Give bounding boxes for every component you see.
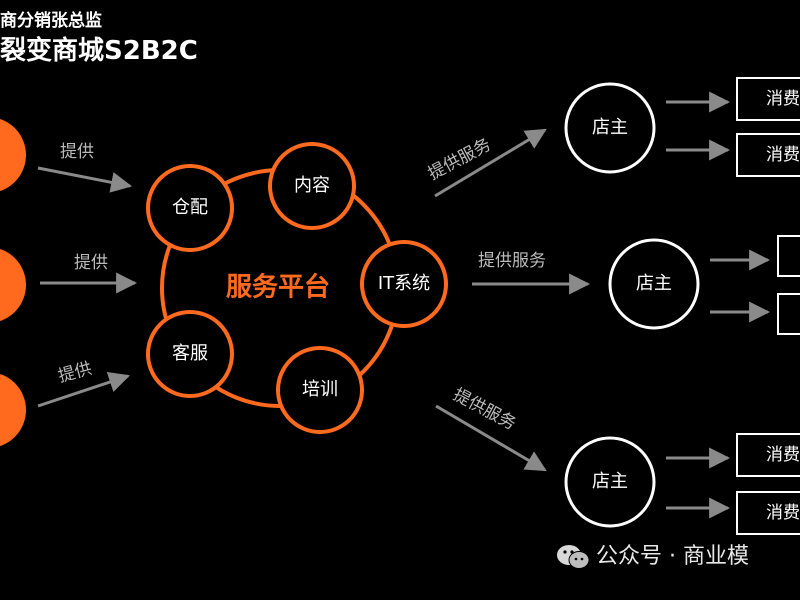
svg-text:店主: 店主 [636,273,672,294]
store-node-2: 店主 [608,238,700,330]
store-node-1: 店主 [564,82,656,174]
supply-arrow-2-label: 提供 [74,253,108,273]
consumer-box-3-1 [736,433,800,477]
svg-text:店主: 店主 [592,117,628,138]
supplier-node-1 [0,118,26,192]
platform-node-customer-service: 客服 [146,310,234,398]
svg-text:培训: 培训 [302,379,338,400]
supplier-node-2 [0,248,26,322]
consumer-box-1-2 [736,133,800,177]
consumer-label-3-1: 消费 [766,445,800,465]
consumer-label-1-2: 消费 [766,145,800,165]
consumer-label-3-2: 消费 [766,503,800,523]
platform-node-it-system: IT系统 [360,240,448,328]
platform-node-content: 内容 [268,142,356,230]
consumer-box-2-2 [777,293,800,335]
service-arrow-1-label: 提供服务 [425,135,494,185]
store-node-3: 店主 [564,436,656,528]
platform-node-warehouse: 仓配 [146,164,234,252]
svg-text:IT系统: IT系统 [378,273,430,294]
service-arrow-3-label: 提供服务 [450,385,519,435]
consumer-label-1-1: 消费 [766,89,800,109]
supply-arrow-1-label: 提供 [60,142,94,162]
supply-arrow-3-label: 提供 [56,359,94,387]
wechat-icon [557,545,590,569]
service-arrow-3 [435,404,547,472]
service-arrow-1 [434,128,547,198]
consumer-box-3-2 [736,491,800,535]
consumer-box-2-1 [777,235,800,277]
platform-center-label: 服务平台 [226,272,330,303]
watermark: 公众号 · 商业模 [556,538,749,571]
supply-arrow-1 [37,166,133,193]
platform-node-training: 培训 [276,346,364,434]
supplier-node-3 [0,373,26,447]
header-subtitle: 商分销张总监 [0,11,102,31]
svg-text:仓配: 仓配 [172,197,208,218]
watermark-text: 公众号 · 商业模 [596,544,749,569]
svg-text:店主: 店主 [592,471,628,492]
svg-text:内容: 内容 [294,175,330,196]
svg-text:客服: 客服 [172,343,208,364]
consumer-box-1-1 [736,77,800,121]
service-arrow-2-label: 提供服务 [478,251,546,271]
supply-arrow-3 [37,372,130,408]
header-title: 裂变商城S2B2C [0,36,198,66]
